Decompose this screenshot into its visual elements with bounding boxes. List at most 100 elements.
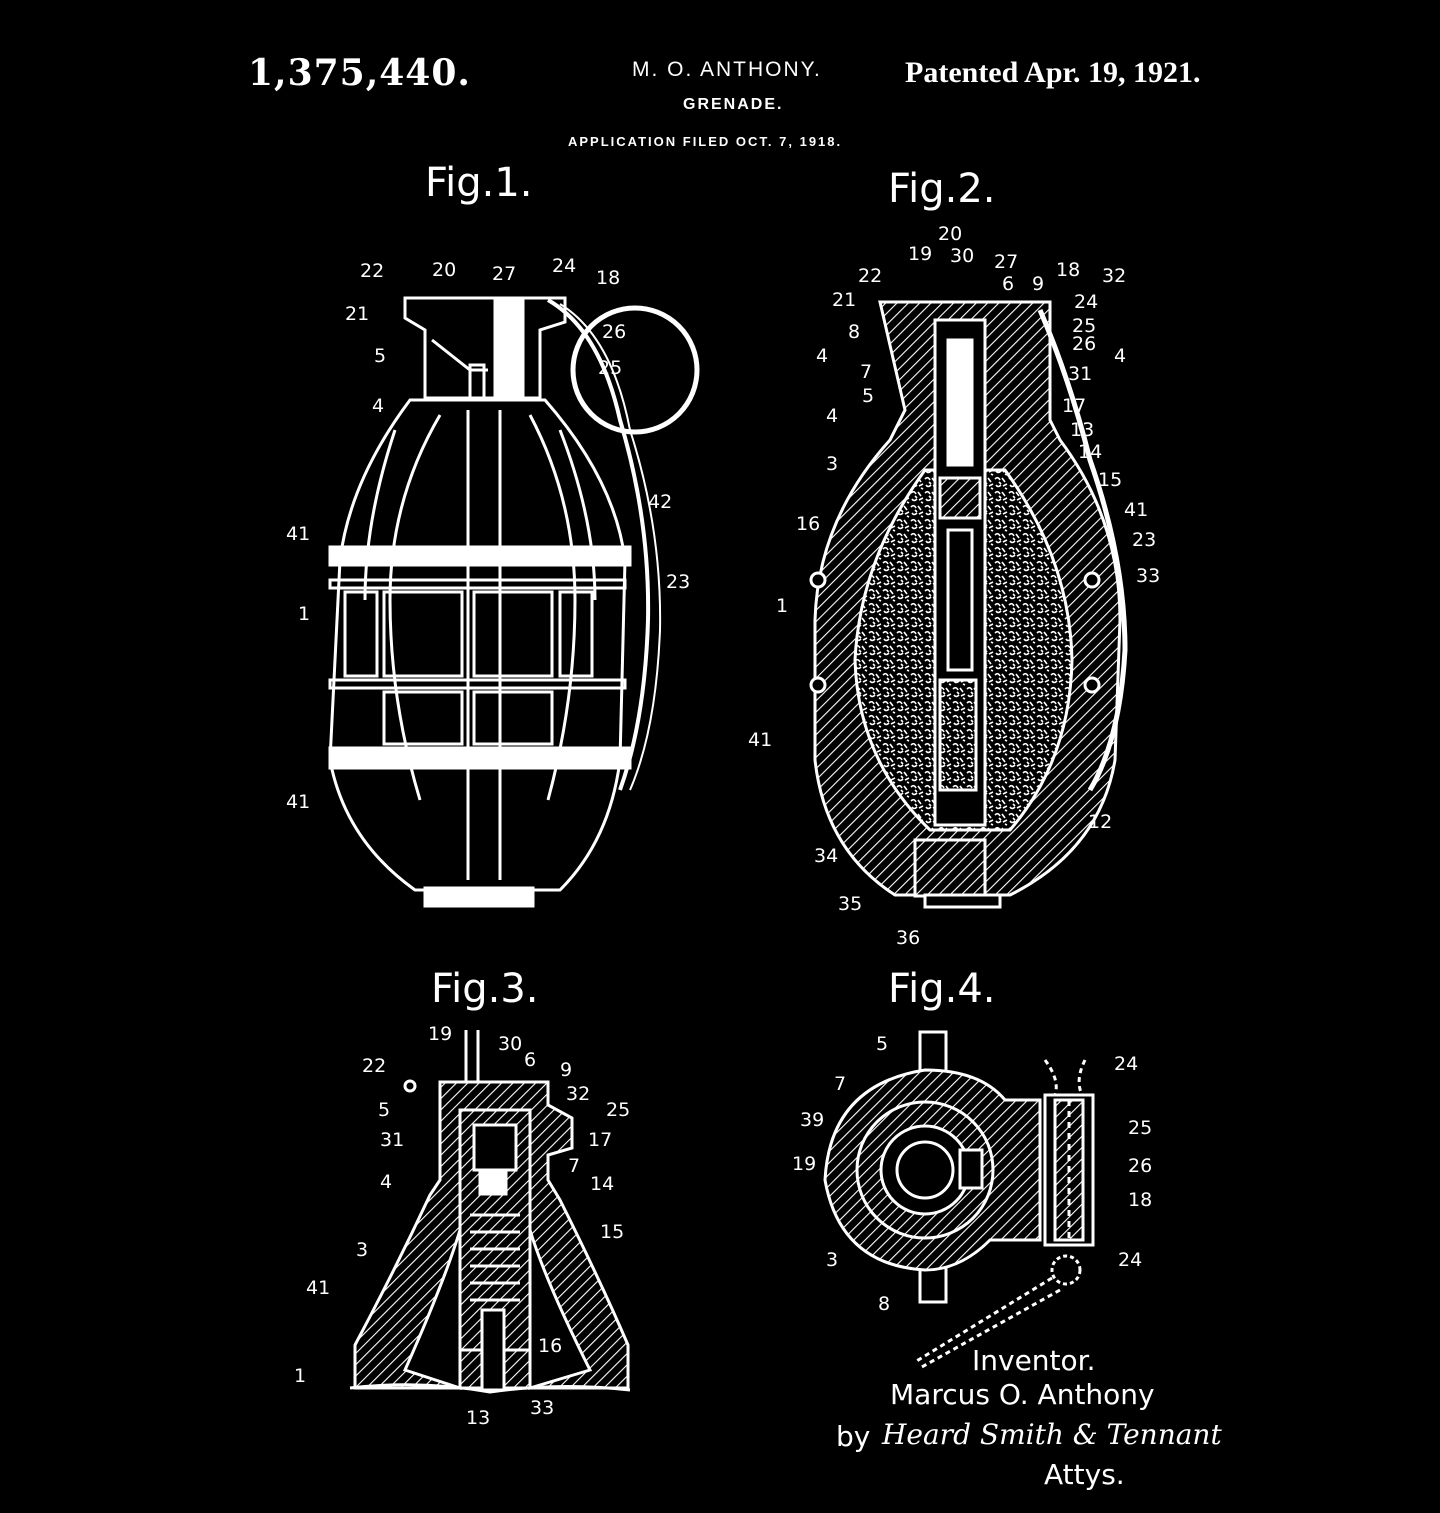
svg-text:7: 7 <box>834 1073 846 1095</box>
svg-text:39: 39 <box>800 1109 824 1131</box>
svg-text:42: 42 <box>648 491 672 513</box>
svg-text:17: 17 <box>588 1129 612 1151</box>
svg-text:25: 25 <box>598 357 622 379</box>
svg-text:1: 1 <box>294 1365 306 1387</box>
svg-text:22: 22 <box>858 265 882 287</box>
svg-text:4: 4 <box>372 395 384 417</box>
svg-text:12: 12 <box>1088 811 1112 833</box>
fig1-grenade-exterior <box>328 296 700 908</box>
svg-text:24: 24 <box>1114 1053 1138 1075</box>
fig4-top-section <box>823 1030 1095 1370</box>
svg-text:15: 15 <box>600 1221 624 1243</box>
svg-text:25: 25 <box>1128 1117 1152 1139</box>
svg-text:16: 16 <box>796 513 820 535</box>
svg-text:22: 22 <box>360 260 384 282</box>
svg-text:19: 19 <box>908 243 932 265</box>
attys-label: Attys. <box>1044 1458 1125 1491</box>
fig4-reference-numerals: 5 24 7 39 25 26 19 18 3 24 8 <box>792 1033 1152 1315</box>
svg-text:27: 27 <box>994 251 1018 273</box>
patent-title: GRENADE. <box>683 96 784 113</box>
svg-text:19: 19 <box>792 1153 816 1175</box>
svg-text:24: 24 <box>552 255 576 277</box>
svg-text:3: 3 <box>356 1239 368 1261</box>
svg-text:41: 41 <box>1124 499 1148 521</box>
svg-text:1: 1 <box>776 595 788 617</box>
svg-text:6: 6 <box>524 1049 536 1071</box>
svg-text:8: 8 <box>878 1293 890 1315</box>
svg-text:24: 24 <box>1118 1249 1142 1271</box>
svg-text:18: 18 <box>596 267 620 289</box>
svg-text:14: 14 <box>1078 441 1102 463</box>
svg-text:41: 41 <box>286 523 310 545</box>
svg-text:21: 21 <box>832 289 856 311</box>
svg-text:15: 15 <box>1098 469 1122 491</box>
fig2-grenade-section <box>809 300 1128 909</box>
svg-text:16: 16 <box>538 1335 562 1357</box>
svg-text:5: 5 <box>876 1033 888 1055</box>
svg-text:5: 5 <box>374 345 386 367</box>
svg-text:20: 20 <box>432 259 456 281</box>
svg-text:23: 23 <box>1132 529 1156 551</box>
svg-text:23: 23 <box>666 571 690 593</box>
svg-text:5: 5 <box>378 1099 390 1121</box>
svg-text:25: 25 <box>606 1099 630 1121</box>
fig3-reference-numerals: 19 30 6 9 22 32 5 25 31 17 7 4 14 15 3 4… <box>294 1023 630 1429</box>
svg-text:9: 9 <box>560 1059 572 1081</box>
svg-text:14: 14 <box>590 1173 614 1195</box>
svg-text:8: 8 <box>848 321 860 343</box>
attorneys-signature: Heard Smith & Tennant <box>882 1418 1222 1451</box>
svg-text:34: 34 <box>814 845 838 867</box>
fig1-label: Fig.1. <box>425 160 533 206</box>
svg-text:7: 7 <box>860 361 872 383</box>
by-label: by <box>836 1420 871 1453</box>
fig2-label: Fig.2. <box>888 166 996 212</box>
svg-text:27: 27 <box>492 263 516 285</box>
svg-text:13: 13 <box>466 1407 490 1429</box>
fig1-reference-numerals: 22 20 27 24 18 21 26 5 25 4 42 41 23 1 4… <box>286 255 690 813</box>
svg-text:26: 26 <box>1072 333 1096 355</box>
patented-date: Patented Apr. 19, 1921. <box>905 56 1201 89</box>
svg-text:17: 17 <box>1062 395 1086 417</box>
fig3-fuse-section <box>349 1030 631 1394</box>
svg-text:32: 32 <box>1102 265 1126 287</box>
svg-text:26: 26 <box>1128 1155 1152 1177</box>
svg-text:25: 25 <box>1072 315 1096 337</box>
svg-text:5: 5 <box>862 385 874 407</box>
svg-text:41: 41 <box>286 791 310 813</box>
svg-text:31: 31 <box>1068 363 1092 385</box>
svg-text:21: 21 <box>345 303 369 325</box>
svg-text:18: 18 <box>1056 259 1080 281</box>
fig3-label: Fig.3. <box>431 966 539 1012</box>
svg-text:4: 4 <box>816 345 828 367</box>
svg-text:4: 4 <box>1114 345 1126 367</box>
svg-text:3: 3 <box>826 453 838 475</box>
svg-text:35: 35 <box>838 893 862 915</box>
svg-text:6: 6 <box>1002 273 1014 295</box>
svg-text:7: 7 <box>568 1155 580 1177</box>
svg-text:3: 3 <box>826 1249 838 1271</box>
svg-text:24: 24 <box>1074 291 1098 313</box>
svg-text:22: 22 <box>362 1055 386 1077</box>
svg-text:31: 31 <box>380 1129 404 1151</box>
fig2-reference-numerals: 20 19 30 27 18 32 22 6 9 21 24 25 8 26 4… <box>748 223 1160 949</box>
svg-text:41: 41 <box>748 729 772 751</box>
patent-number: 1,375,440. <box>248 52 471 94</box>
svg-text:30: 30 <box>950 245 974 267</box>
inventor-label: Inventor. <box>972 1344 1096 1377</box>
application-filed: APPLICATION FILED OCT. 7, 1918. <box>568 134 843 149</box>
svg-text:33: 33 <box>1136 565 1160 587</box>
svg-text:41: 41 <box>306 1277 330 1299</box>
svg-text:30: 30 <box>498 1033 522 1055</box>
svg-text:26: 26 <box>602 321 626 343</box>
svg-text:32: 32 <box>566 1083 590 1105</box>
svg-text:18: 18 <box>1128 1189 1152 1211</box>
svg-text:20: 20 <box>938 223 962 245</box>
svg-text:33: 33 <box>530 1397 554 1419</box>
inventor-short-name: M. O. ANTHONY. <box>632 58 822 81</box>
inventor-name: Marcus O. Anthony <box>890 1378 1155 1411</box>
svg-text:4: 4 <box>826 405 838 427</box>
svg-text:19: 19 <box>428 1023 452 1045</box>
svg-text:13: 13 <box>1070 419 1094 441</box>
svg-text:9: 9 <box>1032 273 1044 295</box>
